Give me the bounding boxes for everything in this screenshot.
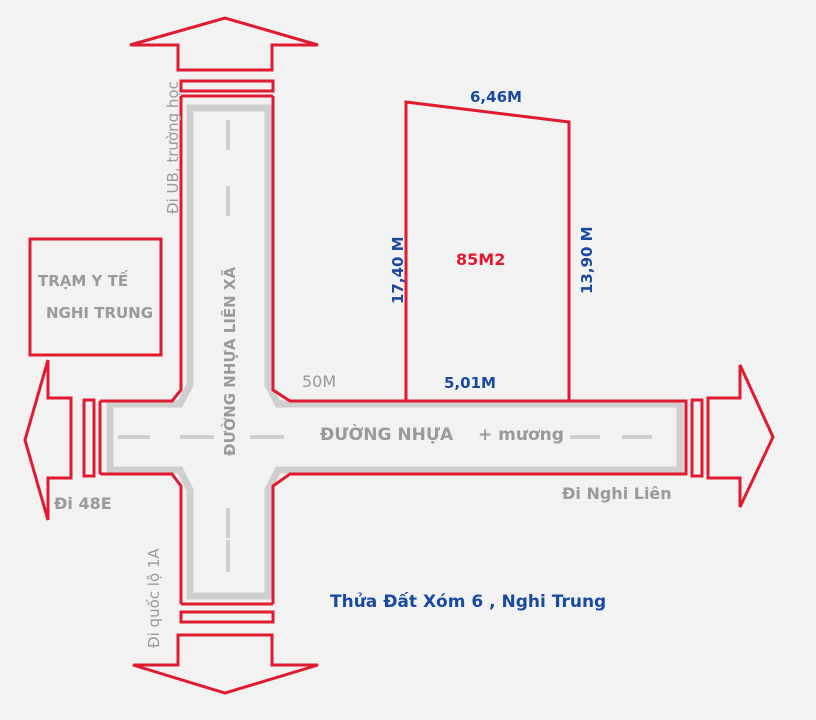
- south-arrow-icon: [132, 633, 319, 695]
- north-arrow-icon: [129, 16, 319, 72]
- left-length-label: 17,40 M: [389, 236, 407, 304]
- east-barrier: [690, 398, 704, 478]
- centerline-dashes: [118, 120, 652, 572]
- caption: Thửa Đất Xóm 6 , Nghi Trung: [330, 592, 607, 612]
- landmark-line1: TRẠM Y TẾ: [38, 272, 129, 290]
- landmark-box: [28, 237, 163, 357]
- road-inner-edge: [106, 104, 684, 600]
- land-plot: [404, 100, 571, 403]
- north-direction-label: Đi UB, trường học: [164, 81, 182, 214]
- top-width-label: 6,46M: [470, 88, 522, 106]
- horizontal-road-label: ĐƯỜNG NHỰA: [320, 425, 454, 445]
- horizontal-road-suffix: + mương: [478, 425, 564, 445]
- distance-label: 50M: [302, 372, 337, 391]
- south-direction-label: Đi quốc lộ 1A: [145, 548, 163, 648]
- area-label: 85M2: [456, 250, 506, 269]
- east-direction-label: Đi Nghi Liên: [562, 484, 672, 503]
- south-barrier: [179, 610, 275, 624]
- west-arrow-icon: [23, 359, 73, 521]
- road-outline: [98, 94, 688, 606]
- bottom-width-label: 5,01M: [444, 374, 496, 392]
- east-arrow-icon: [706, 364, 775, 508]
- west-barrier: [82, 398, 96, 478]
- right-length-label: 13,90 M: [578, 226, 596, 294]
- vertical-road-label: ĐƯỜNG NHỰA LIÊN XÃ: [221, 266, 239, 456]
- landmark-line2: NGHI TRUNG: [46, 304, 154, 322]
- north-barrier: [179, 79, 275, 93]
- west-direction-label: Đi 48E: [54, 494, 112, 513]
